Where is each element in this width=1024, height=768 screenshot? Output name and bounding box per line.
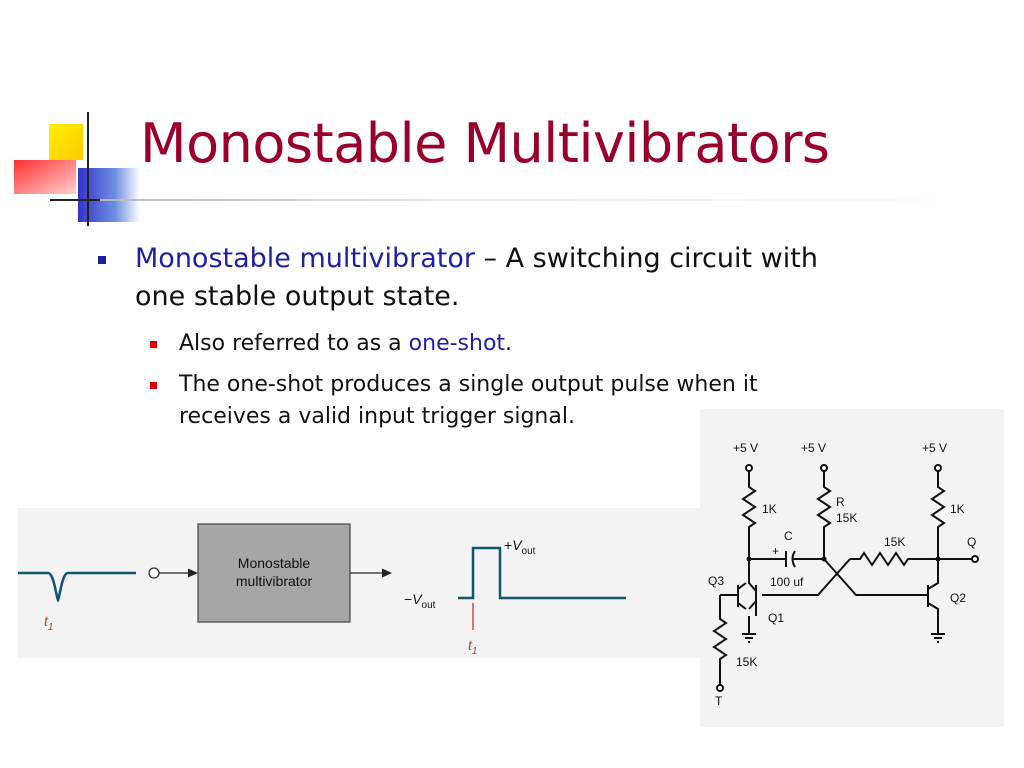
neg-vout-label: −Vout [404, 591, 436, 611]
definition-text-line2: one stable output state. [135, 281, 460, 312]
block-diagram-panel: t1 Monostable multivibrator +Vout −Vout … [18, 508, 700, 658]
input-arrowhead [188, 568, 198, 578]
sub-bullet-marker [150, 341, 157, 348]
resistor-15k-horizontal-label: 15K [884, 535, 905, 549]
block-diagram: t1 Monostable multivibrator +Vout −Vout … [18, 523, 626, 657]
pos-vout-label: +Vout [504, 537, 536, 557]
title-underline [100, 199, 980, 201]
supply-label-3: +5 V [922, 441, 947, 455]
output-time-label: t1 [468, 637, 477, 657]
output-arrowhead [382, 568, 392, 578]
term-monostable-multivibrator: Monostable multivibrator [135, 243, 475, 274]
supply-label-1: +5 V [733, 441, 758, 455]
output-pulse-waveform [458, 546, 626, 600]
trigger-t-label: T [715, 694, 723, 708]
bullet-definition: Monostable multivibrator – A switching c… [135, 240, 935, 316]
block-label-line1: Monostable [238, 555, 311, 571]
corner-squares-graphic [14, 112, 140, 226]
sub-bullet-text: Also referred to as a [179, 331, 409, 356]
block-label-line2: multivibrator [236, 573, 313, 589]
monostable-block [197, 523, 351, 623]
one-shot-term: one-shot [408, 331, 506, 356]
sub-bullet-period: . [505, 331, 513, 356]
sub-bullet-text-line2: receives a valid input trigger signal. [179, 404, 575, 429]
definition-text: – A switching circuit with [474, 243, 818, 274]
circuit-panel: +5 V +5 V +5 V 1K R 15K 1K C + 100 uf 15… [700, 409, 1004, 727]
input-trigger-waveform [18, 571, 136, 603]
output-q-label: Q [967, 535, 976, 549]
sub-bullet-one-shot: Also referred to as a one-shot. [179, 328, 512, 360]
resistor-r-value-label: 15K [836, 511, 857, 525]
slide-title: Monostable Multivibrators [140, 112, 830, 175]
supply-label-2: +5 V [801, 441, 826, 455]
resistor-15k-trigger-label: 15K [736, 655, 757, 669]
corner-decoration [0, 0, 140, 240]
transistor-q2-label: Q2 [950, 591, 966, 605]
capacitor-name-label: C [784, 529, 793, 543]
resistor-r-name-label: R [836, 495, 845, 509]
transistor-q3-label: Q3 [708, 574, 724, 588]
transistor-q1-label: Q1 [768, 611, 784, 625]
bullet-marker [98, 256, 106, 264]
capacitor-value-label: 100 uf [770, 575, 804, 589]
sub-bullet-marker [150, 382, 157, 389]
sub-bullet-output-pulse: The one-shot produces a single output pu… [179, 369, 758, 433]
resistor-1k-left-label: 1K [762, 502, 777, 516]
resistor-1k-right-label: 1K [950, 502, 965, 516]
circuit-schematic: +5 V +5 V +5 V 1K R 15K 1K C + 100 uf 15… [708, 441, 979, 708]
sub-bullet-text-line1: The one-shot produces a single output pu… [179, 372, 758, 397]
capacitor-plus-label: + [772, 544, 779, 558]
input-terminal [148, 567, 160, 579]
input-time-label: t1 [44, 613, 53, 633]
